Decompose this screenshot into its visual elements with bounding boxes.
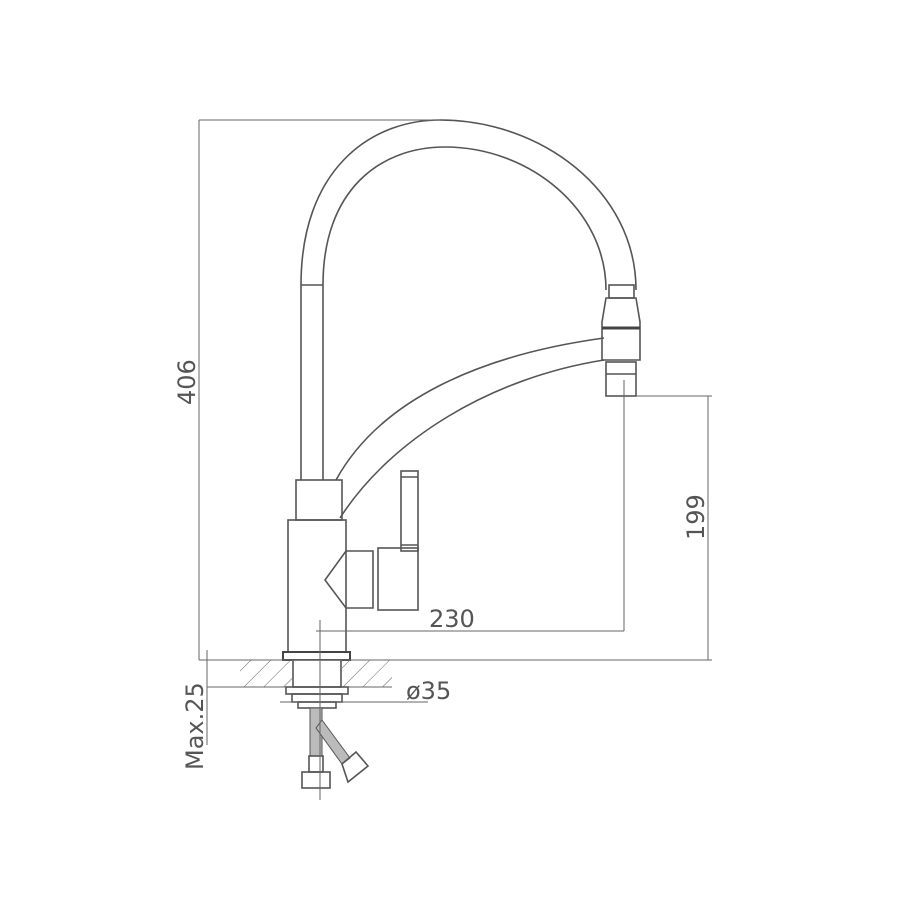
aerator [601,284,641,397]
countertop-section [207,659,392,709]
dimension-total-height: 406 [173,359,201,405]
lower-arm [335,337,605,519]
dimension-spout-height: 199 [682,494,710,540]
dimension-spout-reach: 230 [429,605,475,633]
faucet-body [282,470,419,661]
supply-hoses [301,707,370,789]
dimension-max-thickness: Max.25 [181,682,209,770]
dimension-mount-diameter: ø35 [406,677,451,705]
dimension-lines [198,119,712,800]
faucet-spout [300,119,637,480]
